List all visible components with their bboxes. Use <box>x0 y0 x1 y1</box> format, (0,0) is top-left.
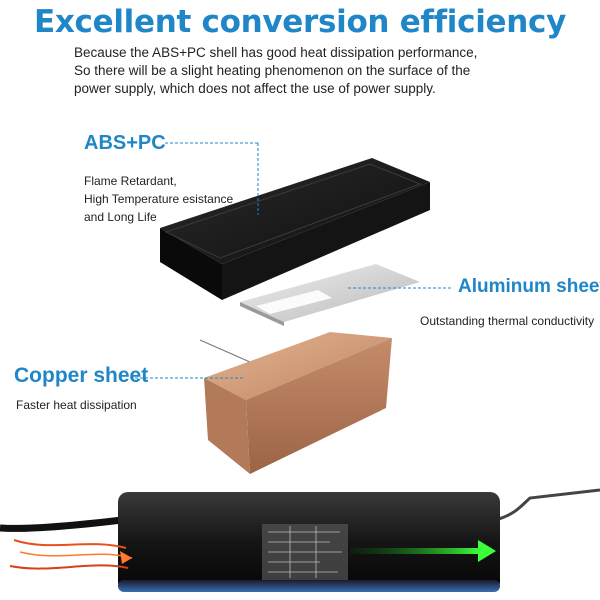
description: Because the ABS+PC shell has good heat d… <box>74 44 574 98</box>
abs-pc-line: High Temperature esistance <box>84 192 234 206</box>
description-line: power supply, which does not affect the … <box>74 81 436 96</box>
flow-arrow-icon <box>350 540 496 562</box>
copper-sheet-description: Faster heat dissipation <box>16 396 137 414</box>
abs-pc-description: Flame Retardant, High Temperature esista… <box>84 172 233 226</box>
copper-sheet-icon <box>199 332 392 474</box>
abs-pc-shell-icon <box>160 158 430 300</box>
aluminum-sheet-label: Aluminum sheet <box>458 276 600 297</box>
callout-lines <box>130 142 452 379</box>
aluminum-sheet-description: Outstanding thermal conductivity <box>420 312 594 330</box>
abs-pc-line: Flame Retardant, <box>84 174 177 188</box>
copper-line: Faster heat dissipation <box>16 398 137 412</box>
power-adapter-icon <box>0 488 600 592</box>
aluminum-sheet-icon <box>240 264 420 326</box>
description-line: Because the ABS+PC shell has good heat d… <box>74 45 478 60</box>
abs-pc-line: and Long Life <box>84 210 157 224</box>
page-title: Excellent conversion efficiency <box>33 4 567 40</box>
abs-pc-label: ABS+PC <box>84 132 166 154</box>
heat-arrow-icon <box>9 539 133 570</box>
copper-sheet-label: Copper sheet <box>14 364 149 387</box>
description-line: So there will be a slight heating phenom… <box>74 63 471 78</box>
aluminum-line: Outstanding thermal conductivity <box>420 314 595 328</box>
